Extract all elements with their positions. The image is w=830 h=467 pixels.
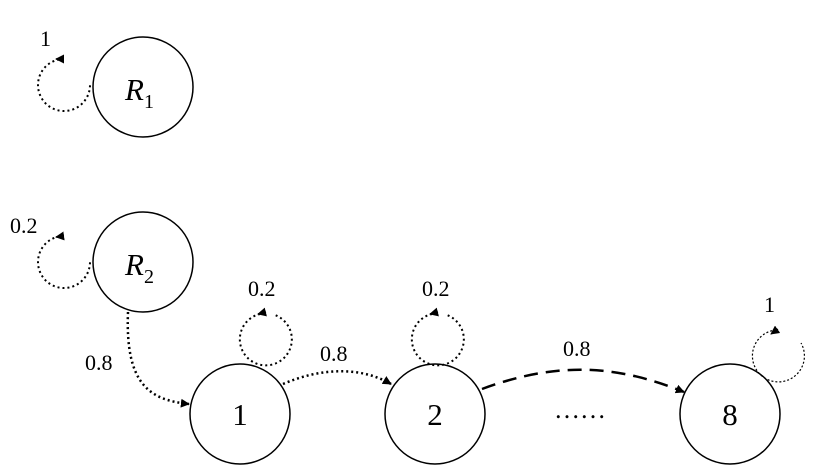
- ellipsis: ……: [554, 395, 606, 424]
- node-1-self-loop-arc: [238, 313, 293, 367]
- node-1-self-loop-arrowhead: [257, 307, 267, 317]
- node-1-self-label: 0.2: [248, 276, 276, 301]
- r2-self-loop-arrowhead: [55, 231, 65, 241]
- r1-self-label: 1: [40, 26, 51, 51]
- node-8-self-loop-arc: [751, 329, 806, 383]
- node-r2-label: R2: [124, 247, 154, 288]
- node-1-label: 1: [232, 397, 248, 432]
- node-8-label: 8: [722, 397, 738, 432]
- r2-self-label: 0.2: [10, 213, 38, 238]
- edge-r2-to-1-label: 0.8: [85, 350, 113, 375]
- node-1-circle: [189, 363, 291, 465]
- edge-2-to-8: 0.8: [481, 336, 685, 394]
- edge-1-to-2-label: 0.8: [320, 341, 348, 366]
- edge-r2-to-1: 0.8: [85, 311, 190, 408]
- node-2-self-loop-arc: [410, 313, 465, 367]
- node-2: 2: [384, 363, 486, 465]
- node-8: 8: [679, 363, 781, 465]
- node-r2: R2: [92, 211, 194, 313]
- node-8-self-loop-arrowhead: [770, 325, 781, 335]
- node-2-label: 2: [427, 397, 443, 432]
- node-8-self-label: 1: [764, 292, 775, 317]
- r1-self-loop: 1: [37, 26, 91, 112]
- node-1-self-loop: 0.2: [238, 276, 293, 367]
- edge-1-to-2: 0.8: [282, 341, 392, 386]
- node-8-circle: [679, 363, 781, 465]
- node-8-self-loop: 1: [751, 292, 806, 383]
- node-r1: R1: [92, 36, 194, 138]
- node-2-self-loop: 0.2: [410, 276, 465, 367]
- r2-self-loop-arc: [37, 235, 91, 289]
- edge-r2-to-1-path: [126, 311, 190, 408]
- node-2-self-loop-arrowhead: [429, 307, 439, 317]
- node-2-circle: [384, 363, 486, 465]
- edge-2-to-8-label: 0.8: [563, 336, 591, 361]
- r1-self-loop-arc: [37, 58, 91, 112]
- node-1: 1: [189, 363, 291, 465]
- node-r2-circle: [92, 211, 194, 313]
- edge-2-to-8-path: [481, 368, 685, 394]
- r2-self-loop: 0.2: [10, 213, 91, 289]
- node-r1-circle: [92, 36, 194, 138]
- edge-1-to-2-path: [282, 370, 392, 386]
- node-r1-label: R1: [124, 72, 154, 113]
- node-2-self-label: 0.2: [422, 276, 450, 301]
